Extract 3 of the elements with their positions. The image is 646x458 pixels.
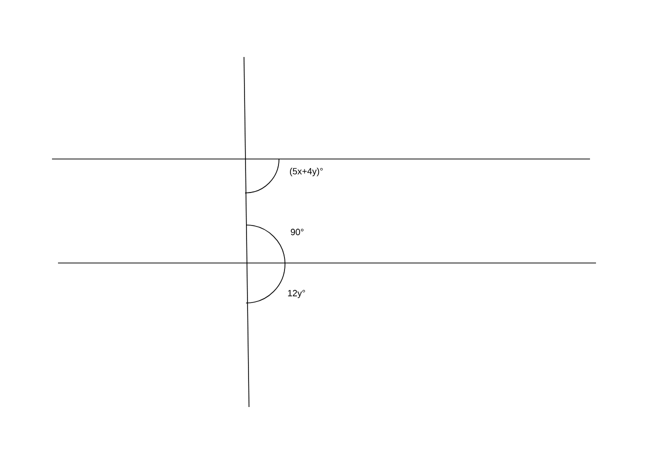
- angle-label: (5x+4y)°: [290, 168, 323, 176]
- angle-label: 90°: [290, 228, 304, 236]
- angle-label: 12y°: [288, 290, 305, 298]
